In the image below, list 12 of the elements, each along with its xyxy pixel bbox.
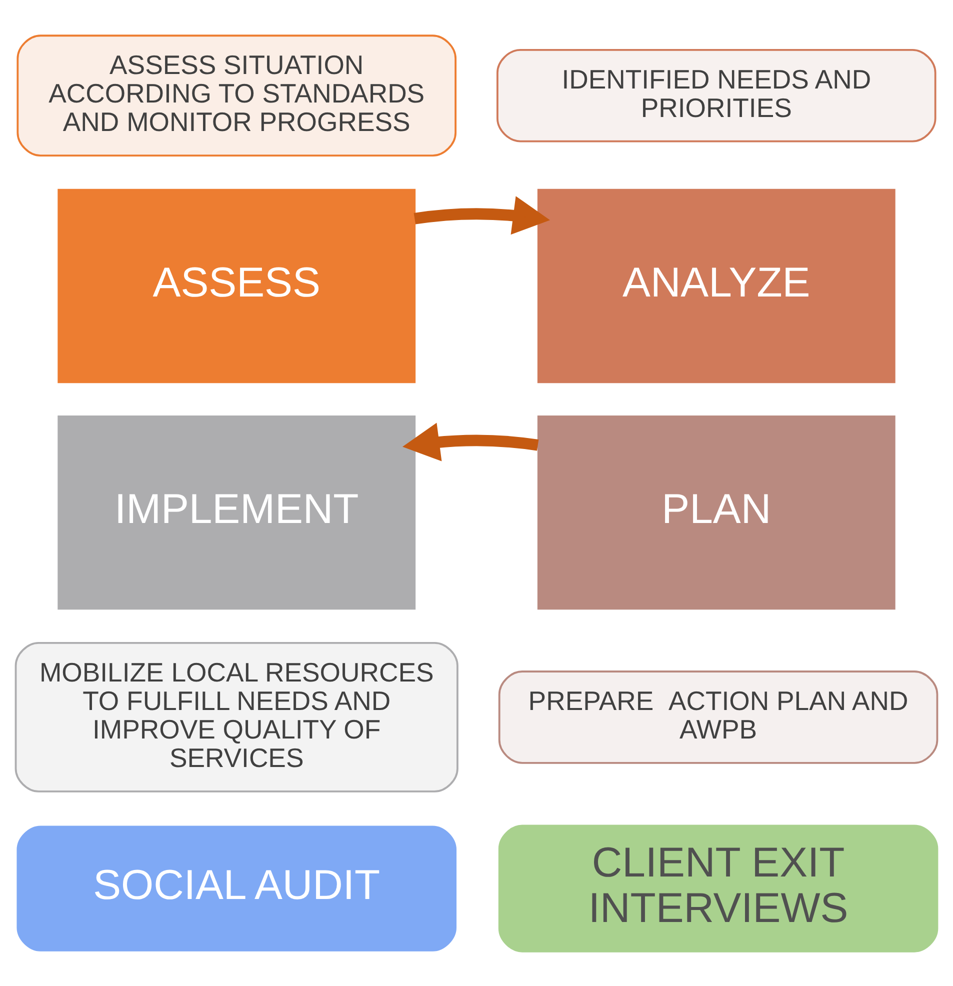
arrow [414,196,550,234]
node-box: MOBILIZE LOCAL RESOURCES TO FULFILL NEEDS AND IMPROVE QUALITY OF SERVICES [14,642,458,792]
node-box: PREPARE ACTION PLAN AND AWPB [498,670,938,764]
node-box: ASSESS [58,188,416,383]
node-box: IMPLEMENT [58,414,416,610]
node-box: ASSESS SITUATION ACCORDING TO STANDARDS AND MONITOR PROGRESS [16,34,456,156]
arrow [402,422,539,461]
node-box: CLIENT EXIT INTERVIEWS [498,824,938,952]
node-box: PLAN [537,414,896,610]
node-box: SOCIAL AUDIT [16,825,456,951]
node-box: IDENTIFIED NEEDS AND PRIORITIES [496,48,936,142]
node-box: ANALYZE [537,188,896,383]
